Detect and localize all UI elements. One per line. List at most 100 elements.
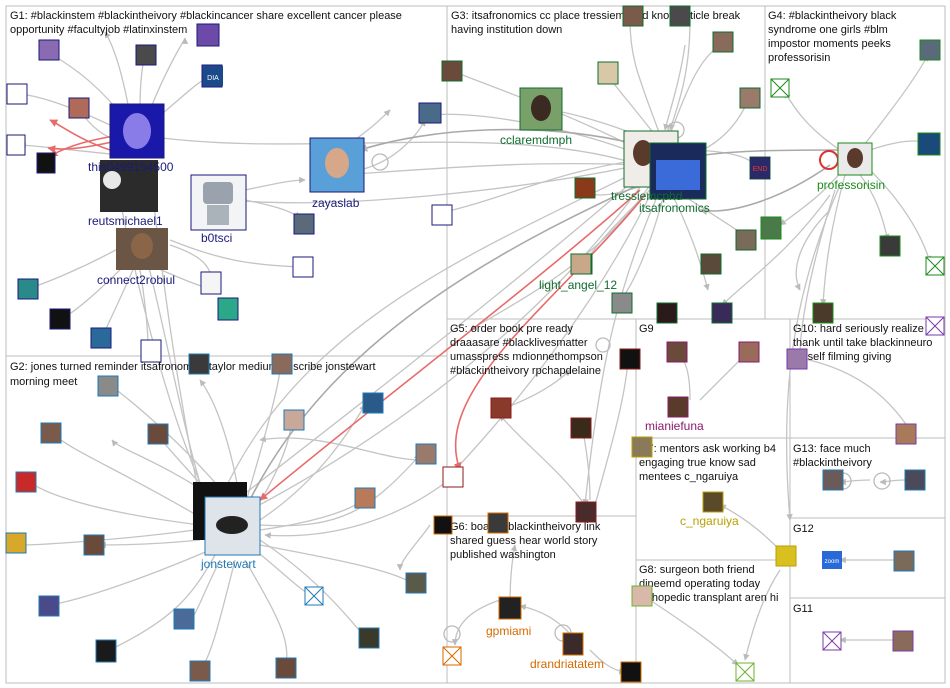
node-small[interactable] <box>656 302 678 324</box>
group-label-g12: G12 <box>793 523 814 535</box>
placeholder-node-g2[interactable] <box>304 586 324 606</box>
node-small[interactable] <box>40 422 62 444</box>
node-small[interactable] <box>498 596 522 620</box>
node-small[interactable] <box>354 487 376 509</box>
node-small[interactable] <box>15 471 37 493</box>
node-small[interactable] <box>49 308 71 330</box>
node-small[interactable] <box>631 436 653 458</box>
node-small[interactable] <box>812 302 834 324</box>
node-small[interactable] <box>442 466 464 488</box>
node-small[interactable] <box>275 657 297 679</box>
node-small[interactable] <box>620 661 642 683</box>
node-small[interactable] <box>879 235 901 257</box>
node-small[interactable] <box>597 61 619 85</box>
node-label-this0499154500: this0499154500 <box>88 160 174 174</box>
node-small[interactable] <box>293 213 315 235</box>
node-small[interactable] <box>562 632 584 656</box>
node-small[interactable] <box>97 375 119 397</box>
placeholder-node-g6[interactable] <box>442 646 462 666</box>
node-small[interactable] <box>738 341 760 363</box>
node-small[interactable] <box>490 397 512 419</box>
node-small[interactable] <box>189 660 211 682</box>
node-small[interactable] <box>735 229 757 251</box>
node-small[interactable] <box>36 152 56 174</box>
node-label-b0tsci: b0tsci <box>201 231 232 245</box>
node-small[interactable] <box>712 31 734 53</box>
node-small[interactable] <box>667 396 689 418</box>
node-small[interactable] <box>271 353 293 375</box>
node-small[interactable] <box>917 132 941 156</box>
node-small[interactable] <box>619 348 641 370</box>
node-small[interactable] <box>711 302 733 324</box>
group-label-g4-line1: G4: #blackintheivory black <box>768 10 897 22</box>
node-small[interactable] <box>173 608 195 630</box>
node-small[interactable] <box>95 639 117 663</box>
node-small[interactable] <box>895 423 917 445</box>
node-small[interactable] <box>702 491 724 513</box>
node-small[interactable] <box>441 60 463 82</box>
node-small[interactable] <box>200 271 222 295</box>
node-label-zayaslab: zayaslab <box>312 196 360 210</box>
placeholder-node-g4-top[interactable] <box>770 78 790 98</box>
node-small[interactable] <box>786 348 808 370</box>
node-small[interactable] <box>669 5 691 27</box>
node-dia-logo[interactable] <box>203 66 223 86</box>
node-small[interactable] <box>68 97 90 119</box>
node-small[interactable] <box>904 469 926 491</box>
placeholder-node-g4-right[interactable] <box>925 256 945 276</box>
node-dia-text: DIA <box>207 75 219 82</box>
placeholder-node-g11[interactable] <box>822 631 842 651</box>
node-small[interactable] <box>631 585 653 607</box>
group-label-g5-line4: #blackintheivory rpchapdelaine <box>450 365 601 377</box>
node-small[interactable] <box>611 292 633 314</box>
node-end-logo[interactable] <box>750 157 770 179</box>
node-small[interactable] <box>405 572 427 594</box>
placeholder-node-g8[interactable] <box>735 662 755 682</box>
placeholder-node-g10[interactable] <box>925 316 945 336</box>
node-small[interactable] <box>822 469 844 491</box>
node-small[interactable] <box>6 83 28 105</box>
placeholder-nodes <box>304 78 945 682</box>
node-small[interactable] <box>775 545 797 567</box>
node-small[interactable] <box>570 417 592 439</box>
node-small[interactable] <box>574 177 596 199</box>
node-small[interactable] <box>919 39 941 61</box>
node-small[interactable] <box>283 409 305 431</box>
node-small[interactable] <box>575 501 597 523</box>
node-avatar-zayaslab[interactable] <box>309 137 365 193</box>
node-small[interactable] <box>6 134 26 156</box>
node-small[interactable] <box>292 256 314 278</box>
node-small[interactable] <box>892 630 914 652</box>
node-small[interactable] <box>135 44 157 66</box>
node-small[interactable] <box>431 204 453 226</box>
node-small[interactable] <box>622 5 644 27</box>
node-small[interactable] <box>90 327 112 349</box>
node-small[interactable] <box>362 392 384 414</box>
node-small[interactable] <box>433 515 453 535</box>
node-small[interactable] <box>140 339 162 363</box>
node-small[interactable] <box>188 353 210 375</box>
group-label-g4-line2: syndrome one girls #blm <box>768 24 888 36</box>
node-small[interactable] <box>196 23 220 47</box>
node-small[interactable] <box>147 423 169 445</box>
node-small[interactable] <box>358 627 380 649</box>
group-label-g8-line1: G8: surgeon both friend <box>639 564 755 576</box>
node-small[interactable] <box>418 102 442 124</box>
node-small[interactable] <box>487 512 509 534</box>
node-small[interactable] <box>83 534 105 556</box>
node-small[interactable] <box>38 39 60 61</box>
node-small[interactable] <box>217 297 239 321</box>
node-small[interactable] <box>17 278 39 300</box>
node-avatar-light-angel-12[interactable] <box>570 253 592 275</box>
node-small[interactable] <box>760 216 782 240</box>
node-small[interactable] <box>739 87 761 109</box>
node-small[interactable] <box>700 253 722 275</box>
node-small[interactable] <box>5 532 27 554</box>
group-label-g4: G4: #blackintheivory black syndrome one g… <box>768 10 897 64</box>
node-small[interactable] <box>38 595 60 617</box>
group-label-g1-line1: G1: #blackinstem #blackintheivory #black… <box>10 10 402 22</box>
node-small[interactable] <box>893 550 915 572</box>
node-small[interactable] <box>666 341 688 363</box>
node-small[interactable] <box>415 443 437 465</box>
node-zoom-logo[interactable] <box>822 551 842 569</box>
